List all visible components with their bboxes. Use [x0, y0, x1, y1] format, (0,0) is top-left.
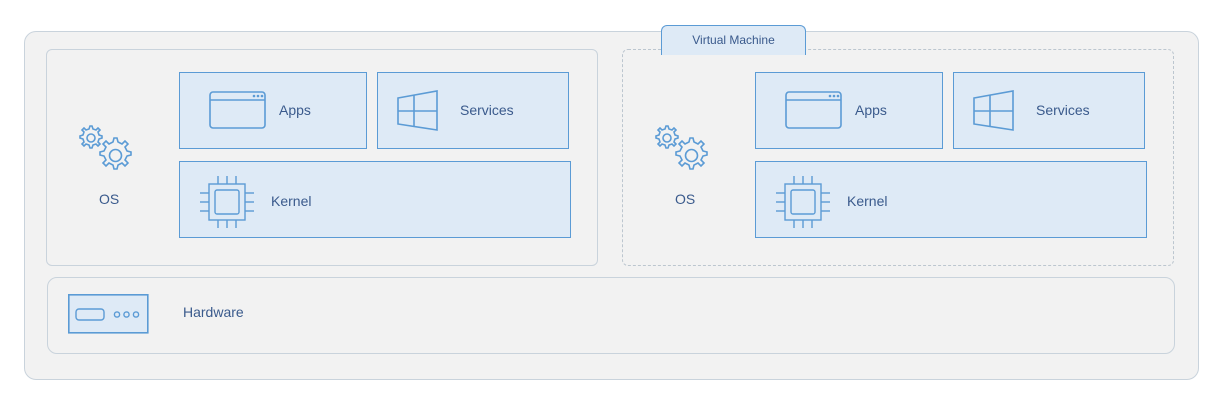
windows-logo-icon: [397, 90, 438, 131]
cpu-chip-icon: [776, 176, 830, 228]
cpu-chip-icon: [200, 176, 254, 228]
host-kernel-tile: Kernel: [179, 161, 571, 238]
gears-icon: [79, 125, 132, 170]
virtual-machine-label: Virtual Machine: [661, 25, 806, 55]
host-apps-label: Apps: [279, 102, 311, 118]
host-apps-tile: Apps: [179, 72, 367, 149]
app-window-icon: [785, 91, 842, 129]
vm-apps-tile: Apps: [755, 72, 943, 149]
vm-apps-label: Apps: [855, 102, 887, 118]
vm-services-tile: Services: [953, 72, 1145, 149]
hardware-label: Hardware: [183, 304, 244, 320]
vm-kernel-tile: Kernel: [755, 161, 1147, 238]
host-services-label: Services: [460, 102, 514, 118]
windows-logo-icon: [973, 90, 1014, 131]
app-window-icon: [209, 91, 266, 129]
host-services-tile: Services: [377, 72, 569, 149]
vm-services-label: Services: [1036, 102, 1090, 118]
vm-kernel-label: Kernel: [847, 193, 888, 209]
vm-os-panel: [622, 49, 1174, 266]
host-kernel-label: Kernel: [271, 193, 312, 209]
host-os-label: OS: [99, 191, 120, 207]
server-icon: [68, 294, 149, 334]
hardware-panel: [47, 277, 1175, 354]
gears-icon: [655, 125, 708, 170]
vm-os-label: OS: [675, 191, 696, 207]
